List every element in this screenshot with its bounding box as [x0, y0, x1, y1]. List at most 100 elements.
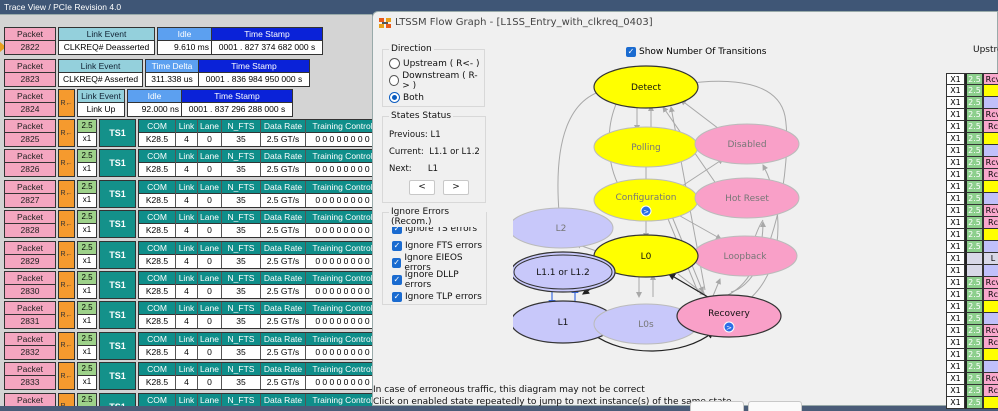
- radio-upstream[interactable]: Upstream ( R<- ): [389, 55, 484, 72]
- ts1-type-cell[interactable]: TS1: [99, 240, 136, 269]
- ts1-type-cell[interactable]: TS1: [99, 210, 136, 239]
- ignore-tlp-errors-checkbox[interactable]: ✓Ignore TLP errors: [392, 291, 482, 302]
- radio-downstream[interactable]: Downstream ( R-> ): [389, 71, 484, 91]
- next-state-button[interactable]: >: [443, 180, 469, 195]
- show-transitions-checkbox[interactable]: ✓ Show Number Of Transitions: [626, 46, 767, 57]
- radio-indicator[interactable]: [389, 92, 400, 103]
- state-node-recovery[interactable]: Recovery>: [676, 294, 782, 338]
- ignore-ts-errors-checkbox[interactable]: ✓Ignore TS errors: [392, 223, 478, 234]
- checkmark-icon[interactable]: ✓: [392, 257, 402, 268]
- checkmark-icon[interactable]: ✓: [392, 274, 402, 285]
- state-node-detect[interactable]: Detect: [593, 65, 699, 109]
- dialog-title-bar[interactable]: LTSSM Flow Graph - [L1SS_Entry_with_clkr…: [373, 12, 997, 34]
- ts1-type-cell[interactable]: TS1: [99, 331, 136, 360]
- state-ellipse[interactable]: [676, 294, 782, 338]
- state-node-l0[interactable]: L0: [593, 234, 699, 278]
- ts1-type-cell[interactable]: TS1: [99, 301, 136, 330]
- ignore-fts-errors-checkbox[interactable]: ✓Ignore FTS errors: [392, 240, 483, 251]
- ltssm-flow-graph-dialog[interactable]: LTSSM Flow Graph - [L1SS_Entry_with_clkr…: [372, 11, 998, 411]
- dialog-button-1[interactable]: [690, 401, 744, 411]
- radio-indicator[interactable]: [389, 75, 400, 86]
- dialog-button-2[interactable]: [748, 401, 802, 411]
- ts1-type-cell[interactable]: TS1: [99, 179, 136, 208]
- ignore-dllp-errors-checkbox[interactable]: ✓Ignore DLLP errors: [392, 269, 459, 290]
- radio-both[interactable]: Both: [389, 89, 484, 106]
- jump-next-icon[interactable]: [640, 205, 652, 217]
- state-node-l1ss[interactable]: L1.1 or L1.2: [513, 251, 616, 293]
- ts1-type-cell[interactable]: TS1: [99, 362, 136, 391]
- state-ellipse[interactable]: [593, 65, 699, 109]
- checkmark-icon[interactable]: ✓: [392, 291, 402, 302]
- ts1-type-cell[interactable]: TS1: [99, 149, 136, 178]
- state-ellipse[interactable]: [513, 251, 616, 293]
- checkmark-icon[interactable]: ✓: [392, 240, 402, 251]
- checkmark-icon[interactable]: ✓: [626, 46, 636, 57]
- ts1-type-cell[interactable]: TS1: [99, 392, 136, 406]
- packet-row-2834[interactable]: Packet2834R←2.5x1TS1COMK28.5Link4Lane0N_…: [4, 392, 372, 406]
- ts1-type-cell[interactable]: TS1: [99, 119, 136, 147]
- upstream-row[interactable]: X1: [946, 265, 998, 277]
- jump-next-icon[interactable]: [723, 321, 735, 333]
- radio-indicator[interactable]: [389, 58, 400, 69]
- ts1-type-cell[interactable]: TS1: [99, 271, 136, 299]
- ignore-eieos-errors-checkbox[interactable]: ✓Ignore EIEOS errors: [392, 252, 463, 273]
- checkmark-icon[interactable]: ✓: [392, 223, 402, 234]
- previous-state-button[interactable]: <: [409, 180, 435, 195]
